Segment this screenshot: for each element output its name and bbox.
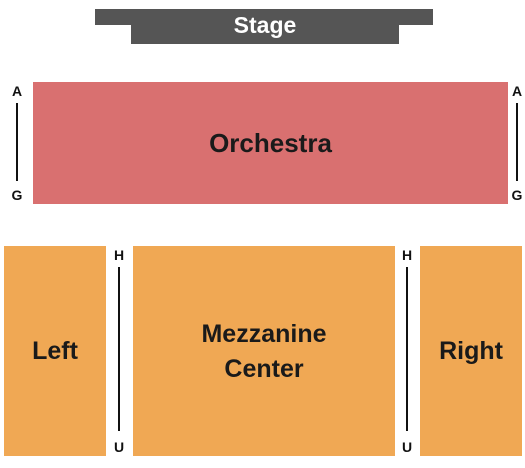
mezzanine-row-end-right: U <box>401 439 413 455</box>
section-center-label-line2: Center <box>224 355 304 383</box>
orchestra-row-end-right: G <box>511 187 523 203</box>
stage-label: Stage <box>233 11 297 38</box>
mezzanine-row-start-left: H <box>113 247 125 263</box>
orchestra-row-start-right: A <box>511 83 523 99</box>
section-right[interactable]: Right <box>420 246 522 456</box>
orchestra-row-line-left <box>16 103 18 181</box>
section-orchestra[interactable]: Orchestra <box>33 82 508 204</box>
mezzanine-row-line-right <box>406 267 408 431</box>
orchestra-row-start-left: A <box>11 83 23 99</box>
section-right-label: Right <box>439 336 503 365</box>
orchestra-row-line-right <box>516 103 518 181</box>
section-center-label-line1: Mezzanine <box>201 320 327 348</box>
section-mezzanine-center[interactable]: Mezzanine Center <box>133 246 395 456</box>
orchestra-row-end-left: G <box>11 187 23 203</box>
mezzanine-row-end-left: U <box>113 439 125 455</box>
section-orchestra-label: Orchestra <box>209 127 332 158</box>
section-left[interactable]: Left <box>4 246 106 456</box>
section-left-label: Left <box>32 336 78 365</box>
stage-block <box>131 9 399 44</box>
mezzanine-row-start-right: H <box>401 247 413 263</box>
mezzanine-row-line-left <box>118 267 120 431</box>
